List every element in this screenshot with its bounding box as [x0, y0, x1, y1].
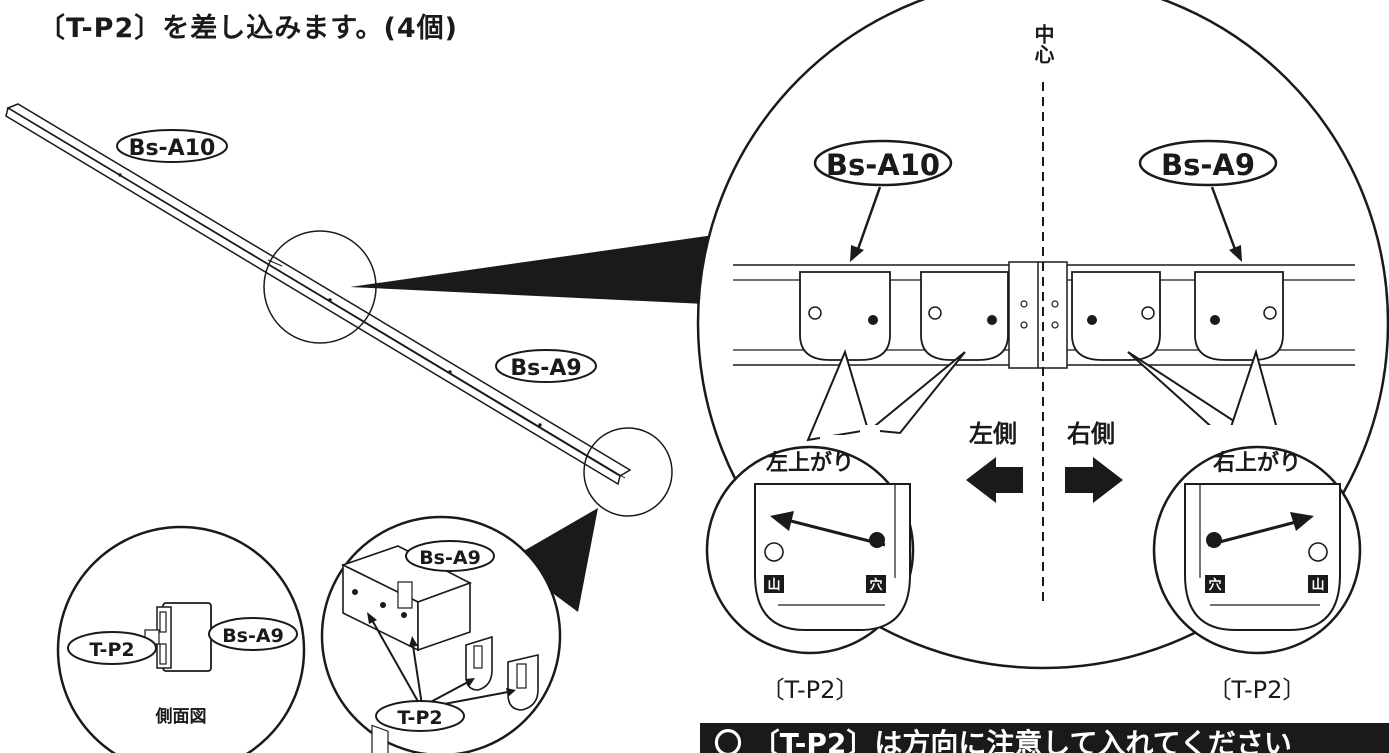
left-side-label: 左側 — [969, 420, 1017, 448]
tp2-piece-3 — [1071, 271, 1161, 361]
center-label: 中心 — [1031, 23, 1055, 64]
insert-arrows — [367, 612, 516, 708]
svg-text:T-P2: T-P2 — [89, 639, 134, 661]
svg-text:Bs-A10: Bs-A10 — [826, 148, 940, 182]
tp2-caption-left: 〔T-P2〕 — [761, 676, 860, 704]
left-up-bubble: 左上がり 山 穴 — [705, 349, 966, 655]
caution-banner: 〇 〔T-P2〕は方向に注意して入れてください — [700, 723, 1389, 753]
oval-bs-a10-detail: Bs-A10 — [813, 139, 953, 187]
oval-bs-a9-detail: Bs-A9 — [1138, 139, 1278, 187]
svg-text:Bs-A10: Bs-A10 — [129, 136, 216, 161]
mountain-label-left: 山 — [767, 577, 780, 593]
page-title: 〔T-P2〕を差し込みます。(4個) — [38, 13, 458, 44]
zoom-circle-end — [583, 427, 673, 517]
oval-bs-a9-rail: Bs-A9 — [495, 349, 597, 383]
oval-bs-a9-insert: Bs-A9 — [405, 540, 495, 572]
tp2-piece-1 — [799, 271, 891, 361]
hole-label-left: 穴 — [869, 577, 882, 593]
svg-text:右上がり: 右上がり — [1213, 450, 1301, 476]
callout-wedge-detail — [508, 508, 598, 612]
caution-text: 〇 〔T-P2〕は方向に注意して入れてください — [714, 727, 1292, 753]
tp2-caption-right: 〔T-P2〕 — [1208, 676, 1307, 704]
rail-assembly — [5, 103, 632, 486]
oval-tp2-insert: T-P2 — [375, 700, 465, 732]
svg-text:Bs-A9: Bs-A9 — [222, 625, 284, 647]
right-side-label: 右側 — [1067, 420, 1115, 448]
svg-text:左上がり: 左上がり — [766, 450, 854, 476]
svg-text:Bs-A9: Bs-A9 — [510, 356, 581, 381]
oval-tp2-side: T-P2 — [67, 631, 157, 665]
insert-detail-circle: Bs-A9 T-P2 — [320, 515, 562, 753]
right-up-bubble: 右上がり 穴 山 — [1127, 348, 1362, 655]
tp2-piece-4 — [1194, 271, 1284, 361]
left-arrow-icon — [966, 457, 1023, 503]
svg-text:Bs-A9: Bs-A9 — [419, 547, 481, 569]
tp2-piece-2 — [920, 271, 1009, 361]
oval-bs-a10-rail: Bs-A10 — [116, 129, 228, 163]
side-view-circle: T-P2 Bs-A9 側面図 — [56, 525, 306, 753]
right-arrow-icon — [1065, 457, 1123, 503]
mountain-label-right: 山 — [1311, 577, 1324, 593]
svg-text:Bs-A9: Bs-A9 — [1161, 148, 1255, 182]
hole-label-right: 穴 — [1208, 577, 1221, 593]
svg-text:T-P2: T-P2 — [397, 707, 442, 729]
side-view-label: 側面図 — [155, 706, 207, 727]
callout-wedge-main — [350, 232, 735, 305]
oval-bs-a9-side: Bs-A9 — [208, 617, 298, 651]
